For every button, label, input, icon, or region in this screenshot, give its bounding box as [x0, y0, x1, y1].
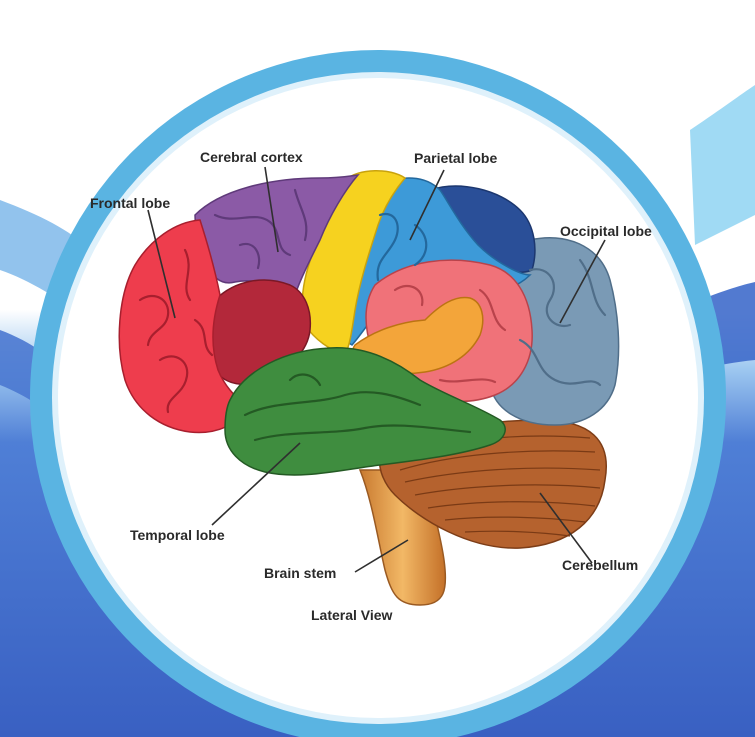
label-frontal-lobe: Frontal lobe — [90, 195, 170, 211]
view-caption: Lateral View — [311, 607, 393, 623]
label-temporal-lobe: Temporal lobe — [130, 527, 225, 543]
label-cerebral-cortex: Cerebral cortex — [200, 149, 303, 165]
label-parietal-lobe: Parietal lobe — [414, 150, 497, 166]
label-brain-stem: Brain stem — [264, 565, 336, 581]
label-occipital-lobe: Occipital lobe — [560, 223, 652, 239]
label-cerebellum: Cerebellum — [562, 557, 638, 573]
